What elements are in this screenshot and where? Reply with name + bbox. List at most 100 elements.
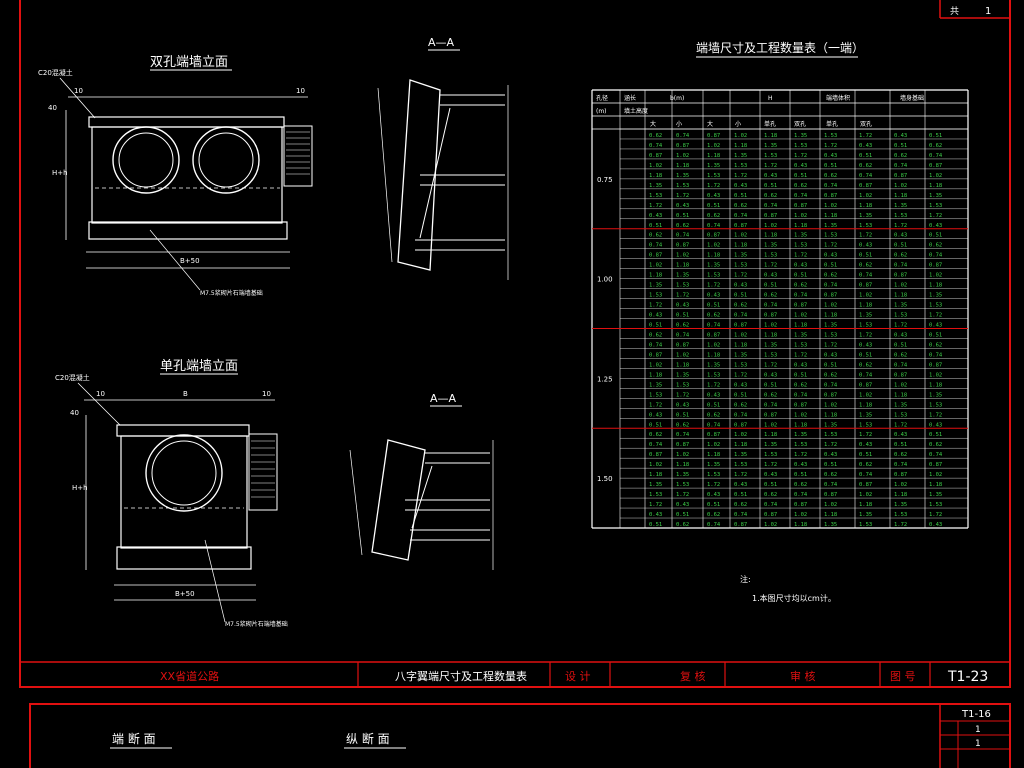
sheet-no-label: 图 号 xyxy=(890,670,916,683)
table-value-cell: 0.74 xyxy=(649,243,663,249)
table-value-cell: 1.72 xyxy=(649,402,662,408)
table-value-cell: 0.51 xyxy=(894,243,907,249)
table-value-cell: 1.53 xyxy=(929,402,942,408)
table-value-cell: 1.18 xyxy=(824,313,837,319)
table-value-cell: 1.53 xyxy=(764,153,777,159)
table-value-cell: 0.87 xyxy=(894,472,907,478)
table-value-cell: 0.74 xyxy=(676,133,690,139)
table-value-cell: 0.51 xyxy=(894,442,907,448)
table-value-cell: 0.43 xyxy=(859,243,872,249)
table-value-cell: 0.87 xyxy=(794,402,807,408)
table-value-cell: 1.35 xyxy=(707,263,720,269)
table-value-cell: 1.18 xyxy=(824,512,837,518)
table-header-cell: 涵长 xyxy=(624,94,636,102)
table-value-cell: 1.35 xyxy=(734,352,747,358)
table-value-cell: 1.35 xyxy=(734,253,747,259)
table-value-cell: 1.18 xyxy=(734,342,747,348)
table-value-cell: 1.72 xyxy=(794,452,807,458)
table-value-cell: 0.43 xyxy=(734,482,747,488)
table-value-cell: 1.18 xyxy=(859,502,872,508)
table-value-cell: 0.74 xyxy=(894,163,908,169)
table-value-cell: 1.53 xyxy=(929,502,942,508)
table-value-cell: 1.53 xyxy=(707,472,720,478)
table-value-cell: 0.62 xyxy=(794,283,807,289)
table-value-cell: 1.35 xyxy=(707,362,720,368)
table-value-cell: 1.35 xyxy=(824,323,837,329)
table-value-cell: 1.72 xyxy=(649,203,662,209)
table-value-cell: 0.74 xyxy=(824,382,838,388)
dim-h-2: H+h xyxy=(72,484,88,492)
table-value-cell: 1.72 xyxy=(764,163,777,169)
table-value-cell: 1.72 xyxy=(859,233,872,239)
table-value-cell: 1.72 xyxy=(859,332,872,338)
table-value-cell: 0.87 xyxy=(676,442,689,448)
table-value-cell: 1.53 xyxy=(734,362,747,368)
table-value-cell: 0.74 xyxy=(734,313,748,319)
table-value-cell: 1.72 xyxy=(764,362,777,368)
table-value-cell: 0.87 xyxy=(764,412,777,418)
table-value-cell: 1.18 xyxy=(649,273,662,279)
table-value-cell: 0.62 xyxy=(894,352,907,358)
table-value-cell: 0.87 xyxy=(894,273,907,279)
table-value-cell: 0.43 xyxy=(929,422,942,428)
table-value-cell: 1.72 xyxy=(929,512,942,518)
table-value-cell: 1.35 xyxy=(676,273,689,279)
sheet-frame xyxy=(19,0,1011,688)
table-value-cell: 0.51 xyxy=(764,382,777,388)
table-value-cell: 1.18 xyxy=(929,183,942,189)
table-value-cell: 1.72 xyxy=(707,183,720,189)
table-value-cell: 0.74 xyxy=(734,412,748,418)
table-value-cell: 1.02 xyxy=(859,492,872,498)
table-value-cell: 1.02 xyxy=(794,412,807,418)
table-value-cell: 0.62 xyxy=(894,153,907,159)
table-value-cell: 1.53 xyxy=(649,293,662,299)
table-value-cell: 0.74 xyxy=(859,273,873,279)
table-value-cell: 1.72 xyxy=(649,502,662,508)
table-header-cell: H xyxy=(768,95,773,102)
table-value-cell: 1.72 xyxy=(929,313,942,319)
table-value-cell: 1.02 xyxy=(707,143,720,149)
table-value-cell: 0.43 xyxy=(824,253,837,259)
table-value-cell: 1.53 xyxy=(859,422,872,428)
table-value-cell: 1.02 xyxy=(894,183,907,189)
table-value-cell: 1.18 xyxy=(649,372,662,378)
table-value-cell: 0.87 xyxy=(859,183,872,189)
table-value-cell: 0.51 xyxy=(764,283,777,289)
table-value-cell: 1.53 xyxy=(824,133,837,139)
table-value-cell: 0.87 xyxy=(734,323,747,329)
table-value-cell: 1.02 xyxy=(929,273,942,279)
table-value-cell: 0.51 xyxy=(859,452,872,458)
table-value-cell: 1.02 xyxy=(824,502,837,508)
table-header-cell: b(m) xyxy=(670,95,684,102)
table-value-cell: 1.18 xyxy=(859,203,872,209)
section-aa-1-title: A—A xyxy=(428,36,455,49)
table-value-cell: 1.02 xyxy=(707,342,720,348)
table-value-cell: 1.53 xyxy=(764,253,777,259)
table-value-cell: 0.87 xyxy=(649,153,662,159)
table-value-cell: 1.35 xyxy=(859,512,872,518)
table-value-cell: 0.62 xyxy=(794,482,807,488)
table-value-cell: 1.72 xyxy=(764,263,777,269)
table-value-cell: 1.18 xyxy=(707,352,720,358)
table-value-cell: 0.51 xyxy=(894,143,907,149)
table-value-cell: 0.43 xyxy=(824,452,837,458)
table-value-cell: 0.74 xyxy=(764,203,778,209)
table-value-cell: 0.62 xyxy=(859,362,872,368)
table-header-cell: 双孔 xyxy=(860,120,872,128)
table-value-cell: 1.53 xyxy=(824,332,837,338)
table-value-cell: 0.74 xyxy=(929,452,943,458)
table-value-cell: 0.87 xyxy=(707,233,720,239)
table-value-cell: 1.18 xyxy=(894,193,907,199)
table-value-cell: 1.02 xyxy=(794,313,807,319)
table-value-cell: 1.02 xyxy=(649,462,662,468)
table-header-cell: 小 xyxy=(676,120,682,128)
table-value-cell: 1.35 xyxy=(734,153,747,159)
table-value-cell: 1.53 xyxy=(764,452,777,458)
table-value-cell: 1.02 xyxy=(794,213,807,219)
table-value-cell: 0.74 xyxy=(707,223,721,229)
table-value-cell: 0.51 xyxy=(734,492,747,498)
table-value-cell: 0.43 xyxy=(734,283,747,289)
table-value-cell: 1.72 xyxy=(649,303,662,309)
table-value-cell: 1.02 xyxy=(894,382,907,388)
